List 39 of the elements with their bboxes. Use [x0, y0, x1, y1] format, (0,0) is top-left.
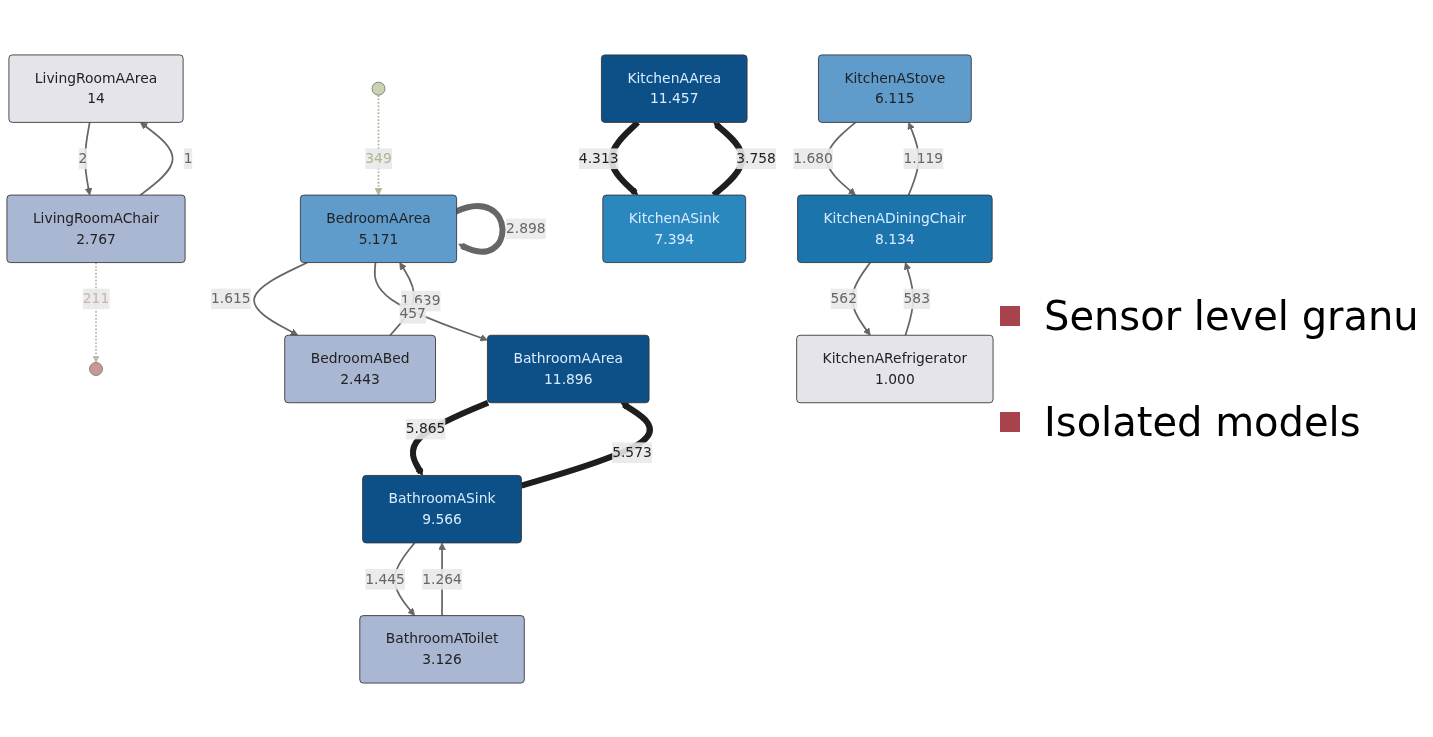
arrow [253, 261, 309, 336]
edge-label: 1.639 [400, 291, 441, 309]
node-box: KitchenAArea 11.457 [601, 54, 748, 123]
edge-label: 1.119 [903, 149, 944, 167]
edge-label: 5.865 [405, 419, 446, 437]
edge-label: 562 [830, 289, 857, 307]
edge-label: 1.615 [210, 289, 251, 307]
edge-label: 349 [365, 149, 392, 167]
edge-label: 583 [903, 289, 930, 307]
bullet-text: Isolated models [1044, 398, 1361, 445]
node-box: BathroomASink 9.566 [362, 474, 522, 543]
node-box: LivingRoomAArea 14 [8, 54, 184, 123]
edge-label: 1 [183, 149, 193, 167]
edge-label: 4.313 [578, 149, 619, 167]
edge-label: 3.758 [736, 149, 776, 167]
node-box: KitchenARefrigerator 1.000 [796, 334, 994, 403]
edge-label: 211 [82, 289, 110, 307]
node-box: KitchenAStove 6.115 [818, 54, 972, 123]
arrow [374, 93, 383, 195]
bullet-text: Sensor level granu [1044, 292, 1419, 339]
node-circle [371, 81, 386, 96]
edge-label: 2.898 [506, 219, 546, 237]
node-box: LivingRoomAChair 2.767 [6, 194, 186, 263]
arrow [139, 121, 174, 196]
node-box: BedroomABed 2.443 [284, 334, 436, 403]
edge-label: 1.264 [422, 570, 462, 587]
edge-label: 1.680 [793, 149, 833, 167]
node-box: BathroomAArea 11.896 [487, 334, 650, 403]
arrow [520, 401, 653, 488]
node-box: KitchenADiningChair 8.134 [797, 194, 993, 263]
edge-label: 5.573 [612, 443, 652, 460]
edge-label: 457 [399, 304, 426, 321]
edge-label: 1.445 [365, 570, 405, 587]
node-box: BathroomAToilet 3.126 [359, 614, 525, 683]
node-box: BedroomAArea 5.171 [299, 194, 458, 263]
arrow [92, 261, 100, 363]
node-circle [89, 361, 103, 376]
node-box: KitchenASink 7.394 [602, 194, 747, 263]
edge-label: 2 [78, 149, 88, 167]
